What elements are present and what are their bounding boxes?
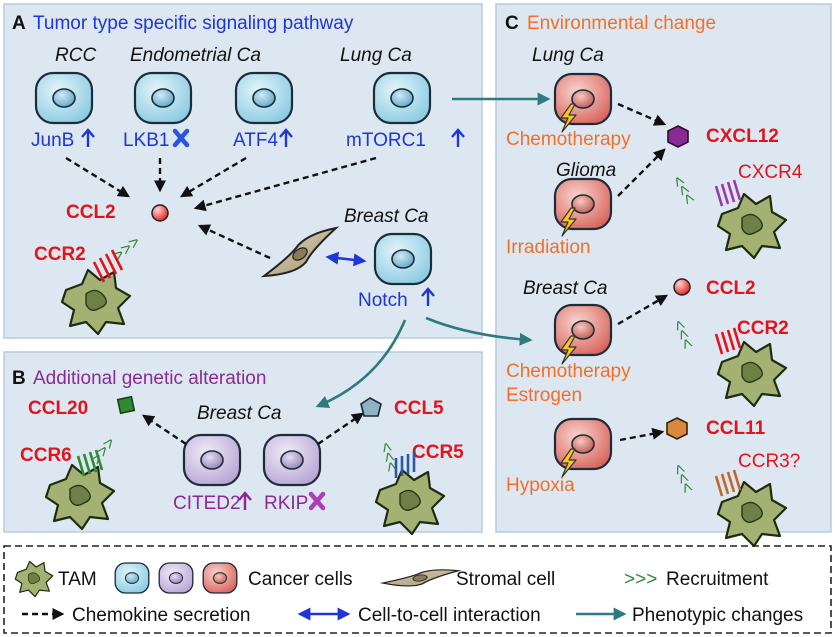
legend-blue-cell-icon	[114, 562, 150, 594]
phenotypic-arrow	[425, 316, 533, 346]
legend-tam-label: TAM	[58, 569, 97, 590]
legend-purple-cell-icon	[158, 562, 194, 594]
molecule-lkb1: LKB1	[123, 130, 169, 151]
panel-a-title: Tumor type specific signaling pathway	[33, 13, 354, 34]
stimulus-hypoxia: Hypoxia	[506, 475, 575, 496]
secretion-arrow	[142, 414, 187, 445]
molecule-notch: Notch	[358, 290, 408, 311]
cancer-cell-breast	[373, 232, 433, 286]
ccl20-chemokine-icon	[116, 395, 136, 415]
loss-x-icon	[172, 128, 190, 148]
ccl11-chemokine-icon	[666, 417, 688, 440]
cancer-cell-rkip	[262, 433, 322, 487]
tumor-label-lung: Lung Ca	[340, 45, 412, 66]
tumor-label-lung-c: Lung Ca	[532, 45, 604, 66]
interaction-arrow	[325, 251, 367, 267]
legend-phenotypic-label: Phenotypic changes	[632, 605, 803, 626]
panel-a-letter: A	[12, 13, 26, 34]
secretion-arrow	[617, 148, 666, 197]
molecule-junb: JunB	[31, 130, 74, 151]
chemokine-ccl2: CCL2	[66, 202, 116, 223]
stimulus-chemotherapy-2: Chemotherapy	[506, 361, 631, 382]
cancer-cell-endometrial-2	[234, 71, 294, 125]
cancer-cell-lung	[372, 71, 432, 125]
ccr3-receptor-icon	[714, 469, 742, 497]
up-arrow-icon	[81, 128, 95, 147]
ccl5-chemokine-icon	[360, 397, 382, 417]
tumor-label-glioma: Glioma	[556, 160, 616, 181]
cxcr4-receptor-icon	[714, 179, 742, 207]
ccl2-chemokine-icon	[673, 278, 691, 296]
ccr5-receptor-icon	[394, 452, 416, 478]
secretion-arrow	[193, 156, 377, 212]
panel-b-letter: B	[12, 368, 26, 389]
receptor-ccr3: CCR3?	[738, 451, 800, 472]
panel-c-title: Environmental change	[527, 13, 716, 34]
receptor-ccr2: CCR2	[34, 244, 86, 265]
receptor-ccr5: CCR5	[412, 442, 464, 463]
secretion-arrow	[179, 156, 247, 198]
stimulus-chemotherapy: Chemotherapy	[506, 129, 631, 150]
chemokine-ccl20: CCL20	[28, 398, 88, 419]
legend-red-cell-icon	[202, 562, 238, 594]
up-arrow-icon	[421, 287, 435, 306]
receptor-cxcr4: CXCR4	[738, 162, 803, 183]
up-arrow-icon	[279, 128, 293, 147]
chemokine-cxcl12: CXCL12	[706, 126, 779, 147]
secretion-arrow	[317, 412, 364, 445]
molecule-cited2: CITED2	[173, 493, 241, 514]
stimulus-estrogen: Estrogen	[506, 385, 582, 406]
tumor-label-breast: Breast Ca	[344, 206, 428, 227]
legend-recruitment-label: Recruitment	[666, 569, 769, 590]
cancer-cell-cited2	[182, 433, 242, 487]
receptor-ccr2-c: CCR2	[737, 318, 789, 339]
cancer-cell-rcc	[34, 71, 94, 125]
legend-recruitment-icon: >>>	[624, 569, 657, 590]
panel-c	[495, 3, 832, 533]
secretion-arrow	[65, 156, 131, 198]
cxcl12-chemokine-icon	[667, 125, 689, 148]
chemokine-ccl2-c: CCL2	[706, 278, 756, 299]
loss-x-icon	[308, 491, 326, 511]
secretion-arrow	[619, 427, 665, 442]
molecule-rkip: RKIP	[264, 493, 308, 514]
stimulus-irradiation: Irradiation	[506, 237, 591, 258]
panel-b-title: Additional genetic alteration	[33, 368, 266, 389]
receptor-ccr6: CCR6	[20, 445, 72, 466]
phenotypic-arrow	[315, 319, 407, 408]
tumor-label-breast-b: Breast Ca	[197, 403, 281, 424]
ccr6-receptor-icon	[76, 449, 104, 477]
ccl2-chemokine-icon	[151, 204, 169, 222]
legend-interaction-label: Cell-to-cell interaction	[358, 605, 541, 626]
up-arrow-icon	[451, 128, 465, 147]
ccr2-receptor-icon-c	[714, 327, 742, 355]
tumor-label-endometrial: Endometrial Ca	[130, 45, 261, 66]
tumor-label-breast-c: Breast Ca	[523, 278, 607, 299]
chemokine-ccl11: CCL11	[706, 418, 766, 439]
panel-c-letter: C	[505, 13, 519, 34]
legend-cancer-cells-label: Cancer cells	[248, 569, 353, 590]
secretion-arrow	[197, 224, 271, 260]
tumor-label-rcc: RCC	[55, 45, 96, 66]
ccr2-receptor-icon	[92, 249, 124, 283]
molecule-atf4: ATF4	[233, 130, 278, 151]
secretion-arrow	[617, 102, 667, 126]
up-arrow-icon	[238, 491, 252, 510]
cancer-cell-endometrial-1	[133, 71, 193, 125]
chemokine-ccl5: CCL5	[394, 398, 444, 419]
legend-secretion-label: Chemokine secretion	[72, 605, 250, 626]
molecule-mtorc1: mTORC1	[346, 130, 426, 151]
legend-stromal-label: Stromal cell	[456, 569, 555, 590]
